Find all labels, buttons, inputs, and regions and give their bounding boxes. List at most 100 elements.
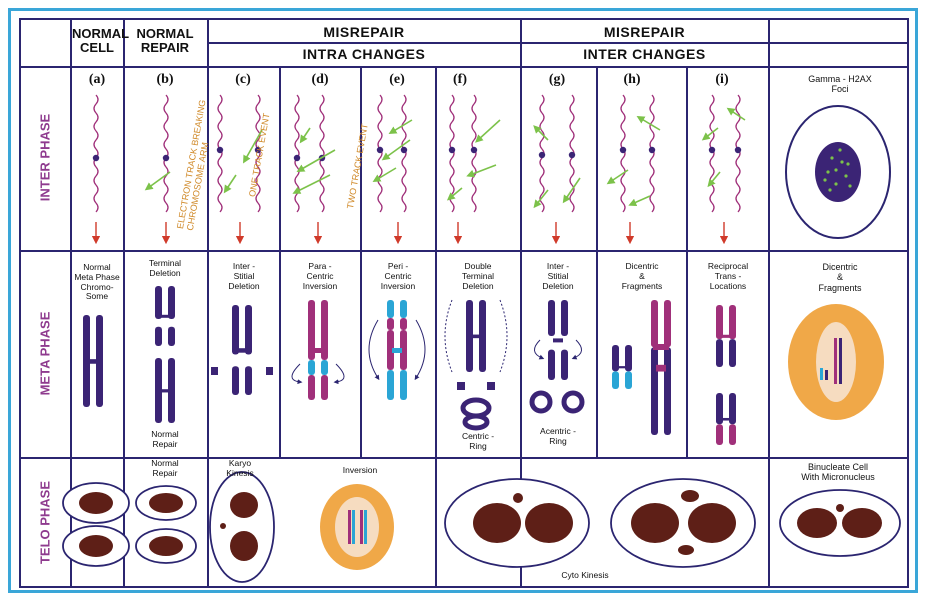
nucleus <box>815 142 861 202</box>
chromosome-pericentric <box>400 318 407 330</box>
grid-line <box>70 20 72 586</box>
centromere <box>237 348 247 353</box>
radiation-track <box>372 167 397 183</box>
foci-dot <box>828 188 832 192</box>
centromere <box>471 334 481 339</box>
centromere-dot <box>538 151 546 159</box>
radiation-track <box>446 187 463 201</box>
nucleus <box>149 536 183 556</box>
chromosome-interstitial-2 <box>548 349 555 380</box>
header-intra-changes: INTRA CHANGES <box>302 46 426 62</box>
column-id: (c) <box>235 72 251 87</box>
centromere-dot <box>400 146 408 154</box>
chromosome-interstitial <box>232 305 239 355</box>
foci-dot <box>848 184 852 188</box>
micronucleus <box>681 490 699 502</box>
fragment <box>487 382 495 390</box>
chromosome-double-deletion <box>479 300 486 372</box>
chromosome-repaired <box>168 358 175 423</box>
centromere-dot <box>568 151 576 159</box>
chromosome-paracentric <box>308 300 315 360</box>
centromere-dot <box>293 154 301 162</box>
fold-arrow <box>571 339 582 360</box>
fragment <box>266 367 273 375</box>
chromosome-repaired <box>155 358 162 423</box>
chromatin-strand <box>163 94 169 213</box>
grid-line <box>123 20 125 586</box>
chromosome-deletion <box>155 286 162 319</box>
label-terminal-deletion: Terminal Deletion <box>148 258 182 278</box>
label-paracentric-inversion: Para - Centric Inversion <box>302 261 338 291</box>
radiation-track <box>144 171 171 191</box>
centromere-dot <box>254 146 262 154</box>
chromatin-strand <box>401 94 407 213</box>
nucleus <box>688 503 736 543</box>
fragment-chromosome <box>625 371 632 389</box>
centromere <box>160 314 170 318</box>
translocation-chromosome <box>716 339 723 367</box>
column-id: (a) <box>88 72 106 87</box>
foci-dot <box>846 162 850 166</box>
fragment <box>825 370 828 380</box>
centromere <box>721 417 731 421</box>
chromosome-interstitial <box>245 366 252 395</box>
label-pericentric-inversion: Peri - Centric Inversion <box>380 261 416 291</box>
chromatin-strand <box>620 94 626 213</box>
fragment <box>457 382 465 390</box>
grid-line <box>279 66 281 458</box>
header-inter-changes: INTER CHANGES <box>583 46 706 62</box>
translocation-chromosome <box>729 339 736 367</box>
centromere <box>88 359 98 364</box>
column-id: (g) <box>548 72 566 87</box>
chromatin-strand <box>735 94 741 213</box>
label-centric-ring: Centric - Ring <box>461 431 495 451</box>
chromosome-paracentric <box>308 375 315 400</box>
radiation-track <box>606 169 629 185</box>
grid-line <box>768 20 770 586</box>
chromosome-pericentric <box>400 300 407 318</box>
radiation-track <box>381 139 411 161</box>
nucleus <box>842 508 882 538</box>
ring-arc <box>499 299 508 373</box>
chromatid <box>352 510 355 544</box>
micronucleus <box>678 545 694 555</box>
chromatin-strand <box>649 94 655 213</box>
foci-dot <box>838 148 842 152</box>
nucleus <box>631 503 679 543</box>
chromatid <box>360 510 363 544</box>
radiation-track <box>533 125 549 141</box>
inner-frame <box>19 18 909 588</box>
grid-line <box>596 66 598 458</box>
chromosome-pericentric <box>387 370 394 400</box>
rotation-arrow <box>414 319 426 381</box>
chromatid <box>364 510 367 544</box>
centromere <box>617 366 627 369</box>
fold-arrow <box>534 339 545 360</box>
dicentric-chromosome <box>664 300 671 348</box>
foci-dot <box>826 170 830 174</box>
chromosome-paracentric <box>321 375 328 400</box>
column-id: (i) <box>715 72 729 87</box>
chromosome-deletion <box>155 326 162 346</box>
nucleus <box>79 492 113 514</box>
ring-arc <box>444 299 453 373</box>
grid-line <box>360 66 362 458</box>
foci-dot <box>834 182 838 186</box>
header-normal-repair: NORMAL REPAIR <box>136 26 194 55</box>
centromere-dot <box>448 146 456 154</box>
radiation-track <box>223 174 237 194</box>
radiation-track <box>707 171 721 188</box>
label-acentric-ring: Acentric - Ring <box>540 426 576 446</box>
micronucleus <box>513 493 523 503</box>
centromere <box>313 348 323 353</box>
nucleus <box>79 535 113 557</box>
chromosome <box>96 315 103 407</box>
chromosome-double-deletion <box>466 300 473 372</box>
centromere-dot <box>216 146 224 154</box>
header-misrepair-inter: MISREPAIR <box>603 24 686 40</box>
centromere-dot <box>708 146 716 154</box>
micronucleus <box>836 504 844 512</box>
nucleus <box>230 492 258 518</box>
chromosome-interstitial-2 <box>561 300 568 336</box>
nucleus <box>230 531 258 561</box>
